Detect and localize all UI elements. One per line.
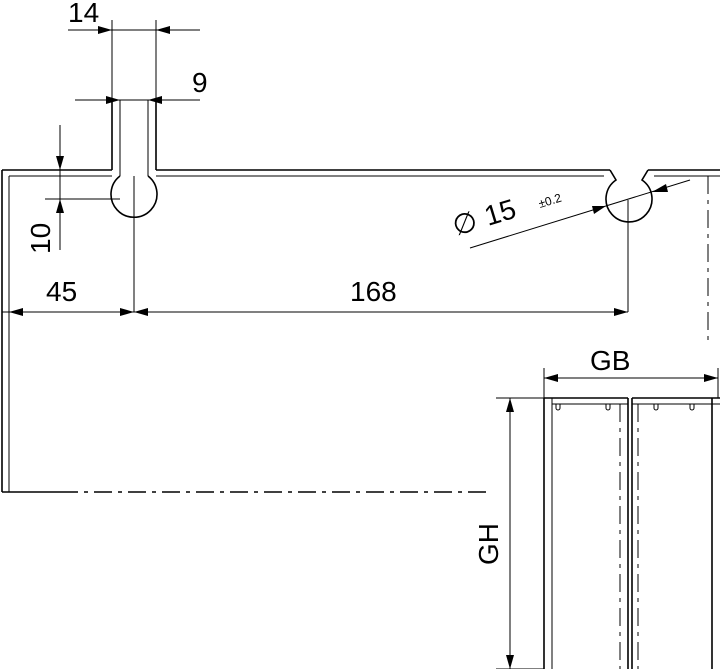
dimension-gb: GB [543,345,719,398]
dimension-14-label: 14 [68,0,99,28]
plate-outline [1,169,720,493]
dimension-45-168: 45 168 [2,276,628,316]
tolerance-label: ±0.2 [537,191,564,211]
dimension-15-label: 15 [481,193,520,232]
dimension-gb-label: GB [590,345,630,376]
dimension-gh-label: GH [473,523,504,565]
dimension-gh: GH [473,397,544,669]
dimension-9-label: 9 [192,67,208,98]
dimension-9: 9 [75,67,208,104]
dimension-10-label: 10 [25,223,56,254]
rail-profile [543,397,720,669]
keyhole-slot-left [110,100,158,312]
dimension-45-label: 45 [46,276,77,307]
dimension-14: 14 [68,0,200,100]
dimension-diameter-15: ∅ 15 ±0.2 [449,179,691,249]
diameter-symbol: ∅ [449,205,481,242]
dimension-168-label: 168 [350,276,397,307]
keyhole-slot-right [605,169,653,312]
dimension-10: 10 [25,125,120,254]
